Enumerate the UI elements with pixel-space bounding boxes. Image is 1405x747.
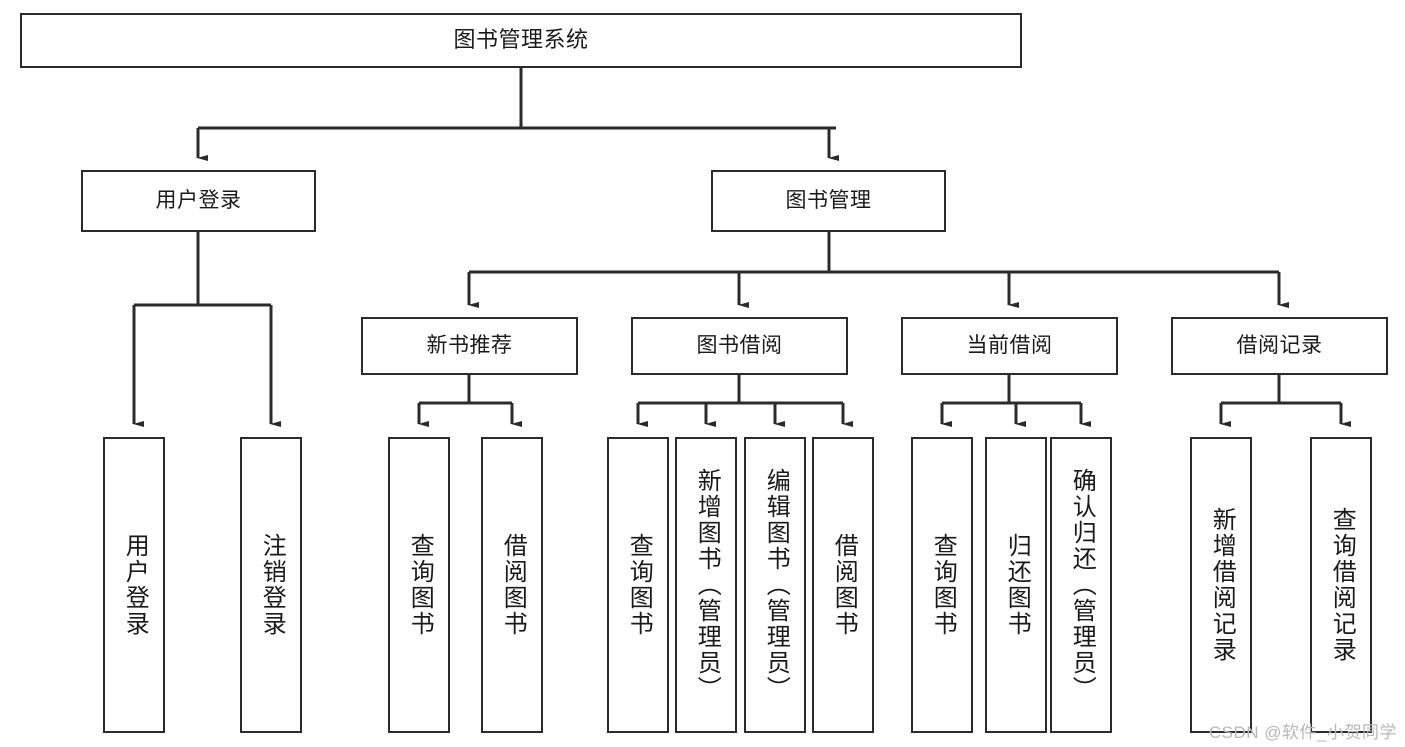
node-leaf-query-book-2-label: 查询图书 [625, 533, 653, 637]
node-leaf-return-book[interactable]: 归还图书 [985, 437, 1047, 733]
node-leaf-edit-book-label: 编辑图书（管理员） [762, 468, 790, 702]
node-leaf-confirm-return[interactable]: 确认归还（管理员） [1050, 437, 1112, 733]
node-user-login[interactable]: 用户登录 [81, 170, 316, 232]
node-leaf-query-record[interactable]: 查询借阅记录 [1310, 437, 1372, 733]
node-book-manage[interactable]: 图书管理 [711, 170, 946, 232]
node-leaf-query-book-1[interactable]: 查询图书 [388, 437, 450, 733]
node-user-login-label: 用户登录 [155, 189, 242, 213]
node-leaf-edit-book[interactable]: 编辑图书（管理员） [744, 437, 806, 733]
node-book-borrow-label: 图书借阅 [696, 334, 783, 358]
node-leaf-return-book-label: 归还图书 [1003, 533, 1031, 637]
node-leaf-query-book-3[interactable]: 查询图书 [911, 437, 973, 733]
node-leaf-borrow-book-2[interactable]: 借阅图书 [812, 437, 874, 733]
node-leaf-add-book-label: 新增图书（管理员） [693, 468, 721, 702]
node-new-book-rec[interactable]: 新书推荐 [361, 317, 578, 375]
node-leaf-user-logout[interactable]: 注销登录 [240, 437, 302, 733]
node-book-borrow[interactable]: 图书借阅 [631, 317, 848, 375]
node-leaf-query-record-label: 查询借阅记录 [1328, 507, 1356, 663]
node-leaf-confirm-return-label: 确认归还（管理员） [1068, 468, 1096, 702]
node-leaf-borrow-book-1-label: 借阅图书 [499, 533, 527, 637]
node-leaf-query-book-1-label: 查询图书 [406, 533, 434, 637]
node-root-label: 图书管理系统 [453, 27, 589, 53]
csdn-watermark: CSDN @软件_小贺同学 [1208, 723, 1397, 742]
node-root[interactable]: 图书管理系统 [20, 13, 1022, 68]
node-leaf-user-logout-label: 注销登录 [258, 533, 286, 637]
node-current-borrow-label: 当前借阅 [966, 334, 1053, 358]
node-leaf-borrow-book-2-label: 借阅图书 [830, 533, 858, 637]
node-leaf-query-book-3-label: 查询图书 [929, 533, 957, 637]
node-new-book-rec-label: 新书推荐 [426, 334, 513, 358]
node-leaf-add-book[interactable]: 新增图书（管理员） [675, 437, 737, 733]
node-leaf-add-record-label: 新增借阅记录 [1208, 507, 1236, 663]
node-leaf-query-book-2[interactable]: 查询图书 [607, 437, 669, 733]
node-leaf-user-login-label: 用户登录 [121, 533, 149, 637]
node-leaf-borrow-book-1[interactable]: 借阅图书 [481, 437, 543, 733]
node-borrow-record[interactable]: 借阅记录 [1171, 317, 1388, 375]
node-book-manage-label: 图书管理 [785, 189, 872, 213]
node-borrow-record-label: 借阅记录 [1236, 334, 1323, 358]
node-current-borrow[interactable]: 当前借阅 [901, 317, 1118, 375]
node-leaf-user-login[interactable]: 用户登录 [103, 437, 165, 733]
node-leaf-add-record[interactable]: 新增借阅记录 [1190, 437, 1252, 733]
